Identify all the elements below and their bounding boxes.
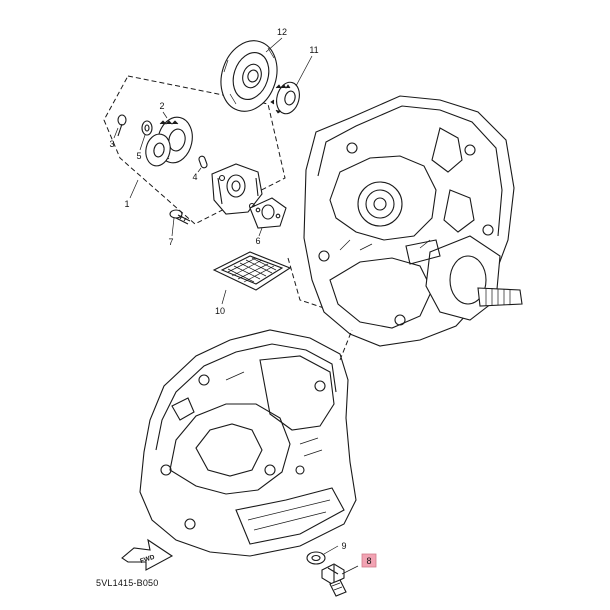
part-12-gear — [220, 40, 278, 112]
leader-5 — [139, 134, 146, 151]
callout-8: 8 — [366, 556, 371, 566]
right-crankcase-half — [303, 95, 523, 347]
leader-4 — [197, 167, 202, 173]
fwd-arrow: FWD — [121, 538, 174, 571]
diagram-code: 5VL1415-B050 — [96, 578, 159, 588]
callout-7: 7 — [168, 237, 173, 247]
leader-11 — [295, 55, 313, 87]
leader-9 — [323, 545, 339, 555]
callout-5: 5 — [136, 151, 141, 161]
part-11-small-gear — [270, 81, 300, 115]
leader-6 — [258, 227, 263, 237]
part-10-oil-strainer — [212, 251, 292, 291]
leader-10 — [221, 289, 227, 305]
fwd-label: FWD — [139, 554, 156, 565]
part-3-pin — [117, 114, 127, 137]
part-2-pump-gear — [145, 116, 193, 167]
part-5-washer — [141, 120, 153, 136]
left-crankcase-half — [139, 329, 357, 557]
callout-11: 11 — [309, 45, 318, 55]
part-8-drain-bolt — [321, 563, 347, 597]
callout-9: 9 — [341, 541, 346, 551]
part-8-highlight-box — [361, 553, 377, 568]
oil-pump-housing — [211, 163, 263, 215]
callout-6: 6 — [255, 236, 260, 246]
leader-1 — [129, 179, 139, 199]
callout-10: 10 — [215, 306, 225, 316]
callout-3: 3 — [109, 139, 114, 149]
callout-4: 4 — [192, 172, 197, 182]
oil-pump-assembly-outline — [103, 75, 286, 225]
leader-3 — [113, 127, 119, 139]
part-6-gasket — [249, 197, 287, 229]
callout-12: 12 — [277, 27, 287, 37]
part-4-dowel — [198, 155, 208, 169]
leader-7 — [171, 217, 175, 237]
part-7-screw — [169, 209, 191, 225]
callout-2: 2 — [159, 101, 164, 111]
callout-1: 1 — [124, 199, 129, 209]
case-guide-line — [339, 329, 353, 361]
part-9-washer — [306, 551, 326, 565]
leader-8 — [341, 565, 359, 575]
leader-12 — [265, 37, 283, 53]
strainer-guide-line — [287, 257, 361, 321]
leader-2 — [162, 111, 168, 119]
